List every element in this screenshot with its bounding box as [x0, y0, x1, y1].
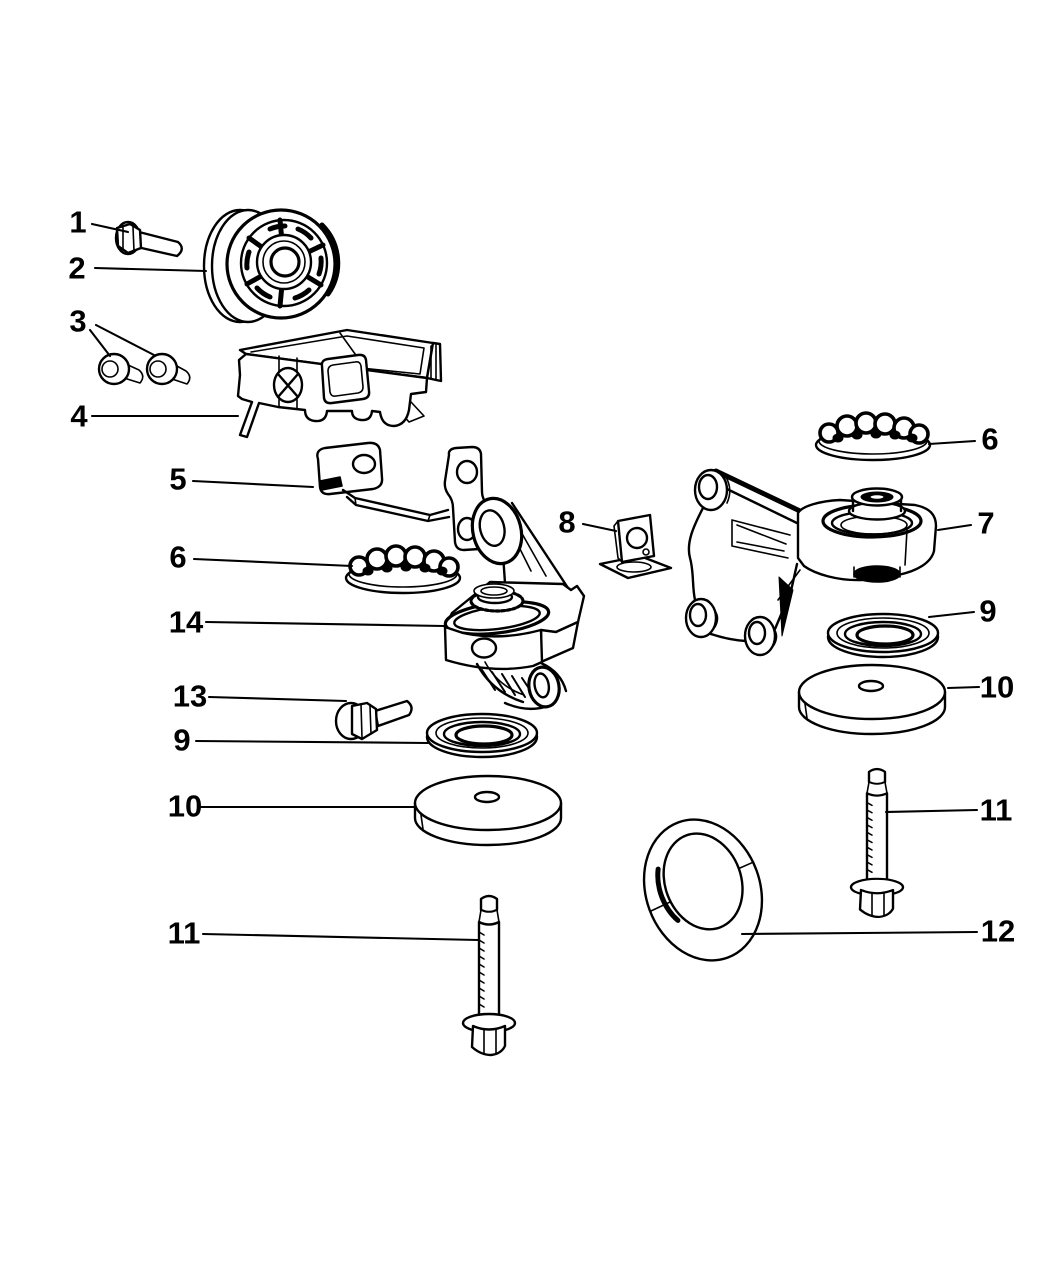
callout-leader-1: [90, 222, 130, 234]
callout-leader-6: [927, 439, 977, 446]
callout-leader-3: [94, 323, 156, 357]
callout-label-5: 5: [169, 462, 186, 497]
part-7-bracket-mount: [684, 468, 938, 657]
part-14-mount: [443, 496, 586, 711]
callout-leader-7: [936, 523, 973, 532]
part-6-crown-washer-left: [344, 544, 462, 595]
part-10-disc-left: [413, 774, 563, 847]
callout-leader-6: [192, 557, 354, 568]
callout-leader-9: [194, 739, 430, 745]
callout-leader-5: [191, 479, 315, 489]
callout-leader-11: [884, 808, 979, 814]
callout-leader-3: [88, 328, 112, 358]
callout-leader-9: [927, 610, 976, 619]
callout-leader-2: [93, 266, 208, 273]
part-3-rivet-left: [97, 352, 144, 386]
part-11-bolt-left: [461, 894, 517, 1057]
part-11-bolt-right: [849, 767, 905, 919]
part-8-clip: [598, 513, 673, 580]
callout-label-8: 8: [558, 505, 575, 540]
callout-label-13: 13: [173, 679, 207, 714]
callout-label-6: 6: [169, 540, 186, 575]
callout-label-2: 2: [68, 251, 85, 286]
callout-label-4: 4: [70, 399, 88, 434]
callout-label-1: 1: [69, 205, 86, 240]
part-12-oval-ring: [642, 818, 764, 962]
callout-label-12: 12: [981, 914, 1015, 949]
callout-label-10: 10: [980, 670, 1014, 705]
callout-label-6: 6: [981, 422, 998, 457]
callout-label-3: 3: [69, 304, 86, 339]
part-3-rivet-right: [145, 352, 191, 386]
part-9-washer-right: [826, 612, 940, 659]
part-2-bushing: [202, 208, 341, 324]
part-9-washer-left: [425, 712, 539, 759]
part-4-bracket: [236, 328, 443, 439]
callout-leader-14: [204, 620, 446, 628]
callout-label-7: 7: [977, 506, 994, 541]
callout-label-9: 9: [173, 723, 190, 758]
callout-label-11: 11: [168, 916, 201, 951]
part-6-crown-washer-right: [814, 411, 932, 462]
part-5-strap-bracket: [316, 441, 493, 552]
part-10-disc-right: [797, 663, 947, 736]
callout-label-14: 14: [169, 605, 204, 640]
callout-label-11: 11: [980, 793, 1013, 828]
callout-leader-12: [740, 930, 979, 936]
callout-label-9: 9: [979, 594, 996, 629]
callout-leader-13: [207, 695, 348, 703]
part-13-bolt: [334, 699, 413, 741]
callout-leader-11: [201, 932, 480, 942]
callout-label-10: 10: [168, 789, 202, 824]
callout-leader-8: [581, 522, 618, 533]
callout-leader-10: [946, 685, 981, 690]
part-1-short-bolt: [114, 220, 183, 258]
